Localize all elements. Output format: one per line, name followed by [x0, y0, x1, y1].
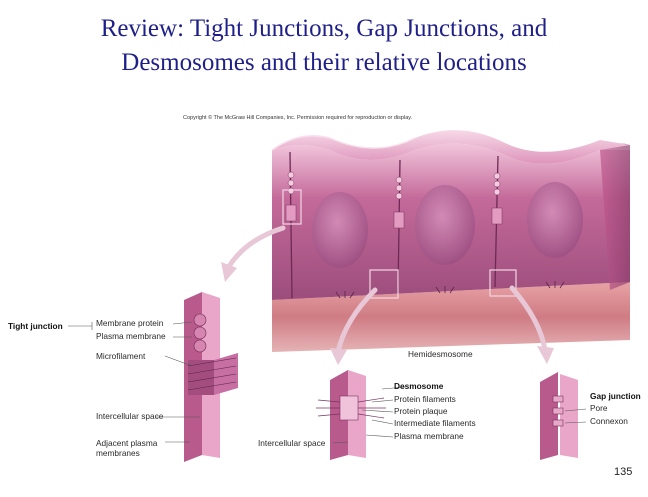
title-line-1: Review: Tight Junctions, Gap Junctions, … [100, 15, 548, 42]
label-plasma-membrane-desmosome: Plasma membrane [394, 431, 464, 441]
label-plasma-membrane: Plasma membrane [96, 331, 166, 341]
cell-right-side [600, 143, 630, 290]
highlight-boxes [282, 189, 517, 299]
slide-title: Review: Tight Junctions, Gap Junctions, … [0, 12, 648, 80]
callout-arrows [225, 225, 548, 355]
callout-arrowheads [221, 262, 554, 365]
label-protein-filaments: Protein filaments [394, 394, 456, 404]
title-line-2: Desmosomes and their relative locations [121, 49, 527, 76]
label-intercellular-space-mid: Intercellular space [258, 438, 326, 448]
nucleus-3 [527, 182, 583, 258]
hemidesmosome-marks [335, 281, 565, 299]
epithelium-block [271, 130, 630, 352]
label-intercellular-space-left: Intercellular space [96, 411, 164, 421]
label-leader-lines [68, 321, 587, 444]
label-intermediate-filaments: Intermediate filaments [394, 418, 476, 428]
cell-apical-surface [272, 130, 630, 164]
label-adjacent-plasma: Adjacent plasma [96, 438, 158, 448]
label-tight-junction: Tight junction [8, 321, 63, 331]
label-adjacent-membranes: membranes [96, 448, 140, 458]
gap-junction-detail [540, 372, 578, 460]
label-membrane-protein: Membrane protein [96, 318, 164, 328]
slide-number: 135 [614, 466, 633, 478]
desmosome-detail [316, 370, 386, 460]
label-protein-plaque: Protein plaque [394, 406, 448, 416]
copyright-notice: Copyright © The McGraw Hill Companies, I… [183, 115, 413, 121]
tight-junction-detail [184, 292, 238, 462]
label-desmosome: Desmosome [394, 381, 444, 391]
nucleus-2 [415, 185, 475, 265]
nucleus-1 [312, 192, 368, 268]
label-pore: Pore [590, 403, 608, 413]
label-microfilament: Microfilament [96, 351, 146, 361]
label-gap-junction: Gap junction [590, 391, 641, 401]
label-hemidesmosome: Hemidesmosome [408, 349, 473, 359]
label-connexon: Connexon [590, 416, 628, 426]
